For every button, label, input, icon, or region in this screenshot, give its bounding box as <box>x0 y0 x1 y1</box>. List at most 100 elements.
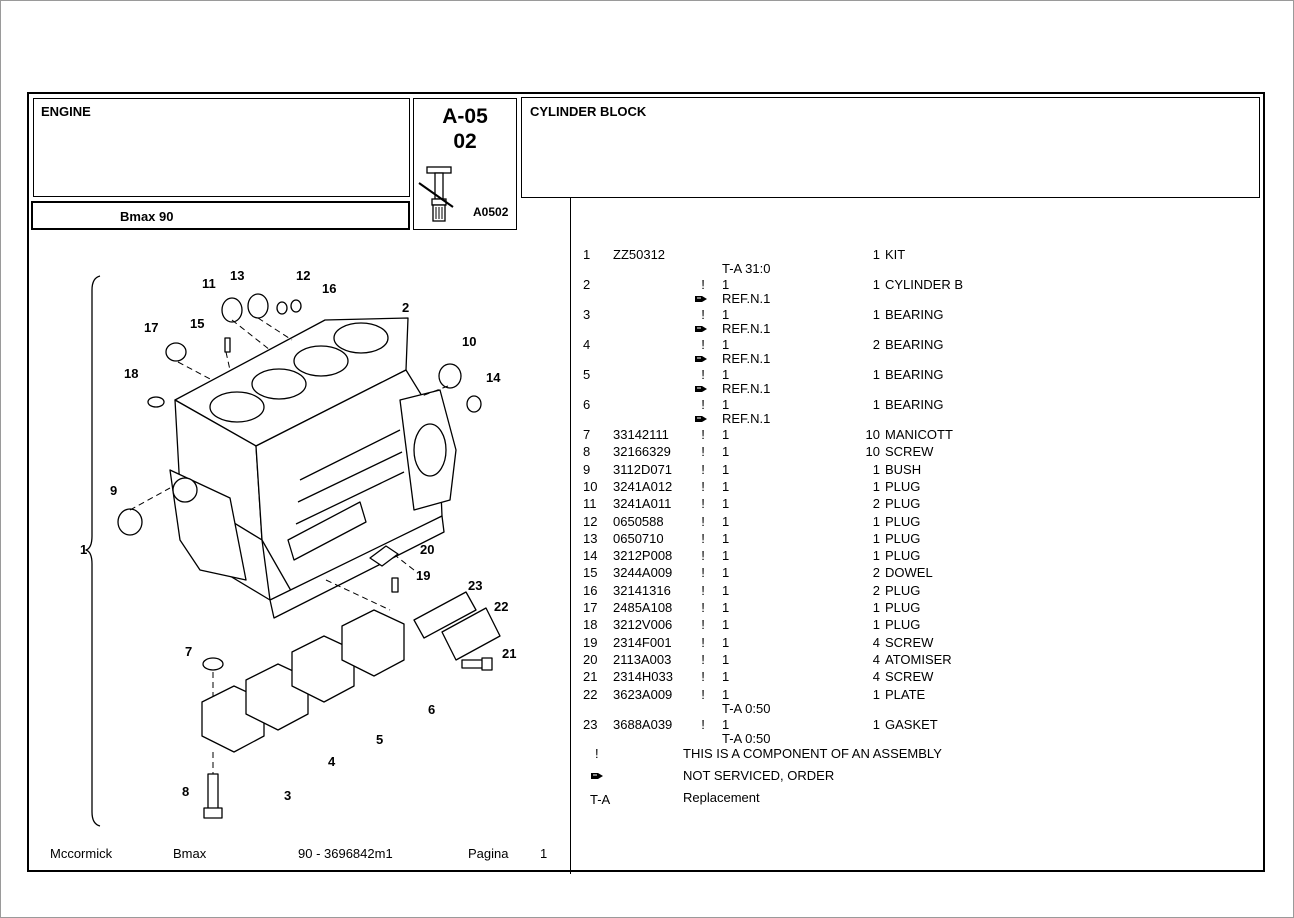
part-number: 0650710 <box>613 530 664 546</box>
part-number: 2314F001 <box>613 634 672 650</box>
assembly-flag: ! <box>701 669 705 685</box>
part-description: PLUG <box>885 496 921 512</box>
part-description: PLUG <box>885 617 921 633</box>
quantity-assembly: 1 <box>722 337 730 352</box>
part-ref-number: 19 <box>583 634 598 650</box>
assembly-flag: ! <box>701 565 705 581</box>
assembly-flag: ! <box>701 478 705 494</box>
part-description: PLUG <box>885 600 921 615</box>
section-title: CYLINDER BLOCK <box>530 104 647 119</box>
part-description: PLATE <box>885 686 926 702</box>
part-number: 2485A108 <box>613 600 673 615</box>
callout-13: 13 <box>230 268 244 283</box>
legend-excl-text: THIS IS A COMPONENT OF AN ASSEMBLY <box>683 746 942 761</box>
pointing-hand-icon <box>695 326 707 332</box>
replacement-note: T-A 0:50 <box>722 700 771 716</box>
quantity: 1 <box>872 367 880 382</box>
quantity: 2 <box>872 337 880 352</box>
part-number: 3241A012 <box>613 478 673 494</box>
callout-21: 21 <box>502 646 516 661</box>
quantity-assembly: 1 <box>722 686 730 702</box>
pointing-hand-icon <box>695 296 707 302</box>
quantity: 1 <box>872 307 880 322</box>
callout-5: 5 <box>376 732 383 747</box>
reference-note: REF.N.1 <box>722 411 771 426</box>
assembly-flag: ! <box>701 634 705 650</box>
callout-23: 23 <box>468 578 482 593</box>
pointing-hand-icon <box>591 773 603 779</box>
assembly-flag: ! <box>701 307 705 322</box>
quantity-assembly: 1 <box>722 548 730 564</box>
part-number: 0650588 <box>613 513 664 529</box>
part-description: CYLINDER B <box>885 277 964 292</box>
footer-doc-number: 90 - 3696842m1 <box>298 846 393 861</box>
part-number: 3212V006 <box>613 617 673 633</box>
assembly-flag: ! <box>701 277 705 292</box>
reference-note: REF.N.1 <box>722 321 771 336</box>
callout-10: 10 <box>462 334 476 349</box>
part-ref-number: 12 <box>583 513 598 529</box>
quantity-assembly: 1 <box>722 565 730 581</box>
part-ref-number: 1 <box>583 247 591 262</box>
part-ref-number: 22 <box>583 686 598 702</box>
legend-ref-text: NOT SERVICED, ORDER <box>683 768 835 783</box>
quantity: 1 <box>872 461 880 477</box>
part-ref-number: 15 <box>583 565 598 581</box>
part-ref-number: 16 <box>583 582 598 598</box>
quantity-assembly: 1 <box>722 530 730 546</box>
part-number: 3241A011 <box>613 496 672 512</box>
assembly-flag: ! <box>701 444 705 460</box>
part-ref-number: 7 <box>583 427 591 442</box>
group-title-box: ENGINE <box>33 98 410 197</box>
part-number: 32166329 <box>613 444 671 460</box>
quantity-assembly: 1 <box>722 478 730 494</box>
assembly-flag: ! <box>701 513 705 529</box>
callout-22: 22 <box>494 599 508 614</box>
part-number: 33142111 <box>613 427 669 442</box>
part-description: ATOMISER <box>885 651 952 667</box>
column-divider <box>570 198 571 874</box>
assembly-flag: ! <box>701 686 705 702</box>
quantity: 1 <box>872 397 880 412</box>
pointing-hand-icon <box>695 416 707 422</box>
part-description: GASKET <box>885 716 938 732</box>
quantity: 4 <box>872 669 880 685</box>
quantity: 1 <box>872 277 880 292</box>
quantity: 2 <box>872 496 880 512</box>
quantity: 1 <box>872 530 880 546</box>
callout-9: 9 <box>110 483 117 498</box>
part-description: BEARING <box>885 367 944 382</box>
part-ref-number: 18 <box>583 617 598 633</box>
assembly-flag: ! <box>701 397 705 412</box>
section-code: A-05 <box>442 105 488 128</box>
footer-page-label: Pagina <box>468 846 509 861</box>
quantity: 1 <box>872 478 880 494</box>
part-ref-number: 9 <box>583 461 591 477</box>
assembly-flag: ! <box>701 461 705 477</box>
part-number: ZZ50312 <box>613 247 666 262</box>
part-ref-number: 21 <box>583 669 598 685</box>
assembly-flag: ! <box>701 651 705 667</box>
part-number: 3212P008 <box>613 548 673 564</box>
part-description: BEARING <box>885 397 944 412</box>
assembly-flag: ! <box>701 716 705 732</box>
quantity: 2 <box>872 565 880 581</box>
quantity-assembly: 1 <box>722 651 730 667</box>
part-description: BEARING <box>885 307 944 322</box>
